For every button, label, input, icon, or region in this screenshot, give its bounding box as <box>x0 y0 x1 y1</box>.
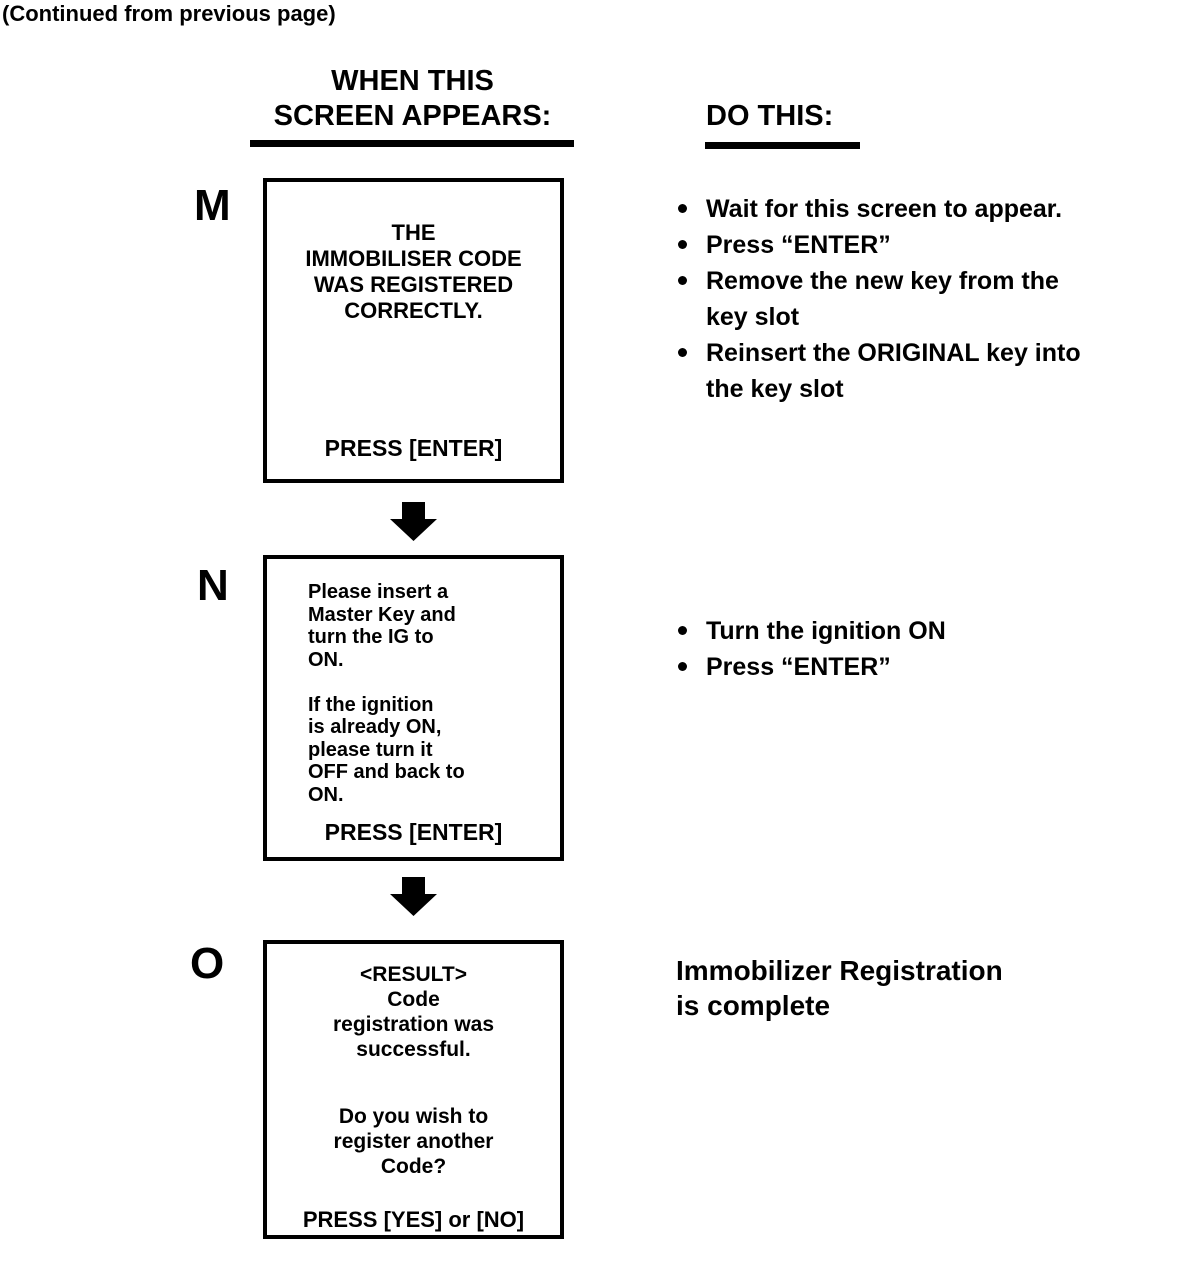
screen-o-footer: PRESS [YES] or [NO] <box>302 1207 525 1232</box>
screen-n-footer: PRESS [ENTER] <box>324 819 503 845</box>
do-item: Wait for this screen to appear. <box>678 191 1148 227</box>
screen-o-body-top: <RESULT> Code registration was successfu… <box>332 963 495 1061</box>
flow-arrow-down-icon <box>390 502 437 541</box>
column-header-actions: DO THIS: <box>706 100 834 132</box>
step-label-o: O <box>190 939 225 988</box>
do-item: Press “ENTER” <box>678 227 1148 263</box>
screen-n-body: Please insert a Master Key and turn the … <box>308 581 465 806</box>
completion-note: Immobilizer Registration is complete <box>676 955 1003 1021</box>
do-item: Turn the ignition ON <box>678 613 1148 649</box>
step-label-m: M <box>194 181 231 230</box>
bullet-icon <box>678 204 687 213</box>
bullet-icon <box>678 626 687 635</box>
do-item-text: Remove the new key from the key slot <box>706 267 1059 331</box>
header-underline-right <box>705 142 860 149</box>
screen-o-body-bottom: Do you wish to register another Code? <box>333 1105 494 1178</box>
do-item: Remove the new key from the key slot <box>678 263 1148 335</box>
bullet-icon <box>678 276 687 285</box>
do-item: Reinsert the ORIGINAL key into the key s… <box>678 335 1148 407</box>
screen-m: THE IMMOBILISER CODE WAS REGISTERED CORR… <box>263 178 564 483</box>
screen-m-body: THE IMMOBILISER CODE WAS REGISTERED CORR… <box>305 220 522 323</box>
do-item-text: Turn the ignition ON <box>706 617 946 645</box>
screen-m-footer: PRESS [ENTER] <box>324 435 503 461</box>
do-list-m: Wait for this screen to appear. Press “E… <box>678 191 1148 407</box>
do-item-text: Reinsert the ORIGINAL key into the key s… <box>706 339 1081 403</box>
continued-note: (Continued from previous page) <box>2 1 336 26</box>
do-list-n: Turn the ignition ON Press “ENTER” <box>678 613 1148 685</box>
flow-arrow-down-icon <box>390 877 437 916</box>
bullet-icon <box>678 240 687 249</box>
screen-o: <RESULT> Code registration was successfu… <box>263 940 564 1239</box>
screen-n: Please insert a Master Key and turn the … <box>263 555 564 861</box>
do-item: Press “ENTER” <box>678 649 1148 685</box>
step-label-n: N <box>197 561 229 610</box>
bullet-icon <box>678 348 687 357</box>
column-header-screens: WHEN THIS SCREEN APPEARS: <box>273 65 552 132</box>
do-item-text: Press “ENTER” <box>706 231 891 259</box>
do-item-text: Wait for this screen to appear. <box>706 195 1063 223</box>
do-item-text: Press “ENTER” <box>706 653 891 681</box>
header-underline-left <box>250 140 574 147</box>
bullet-icon <box>678 662 687 671</box>
